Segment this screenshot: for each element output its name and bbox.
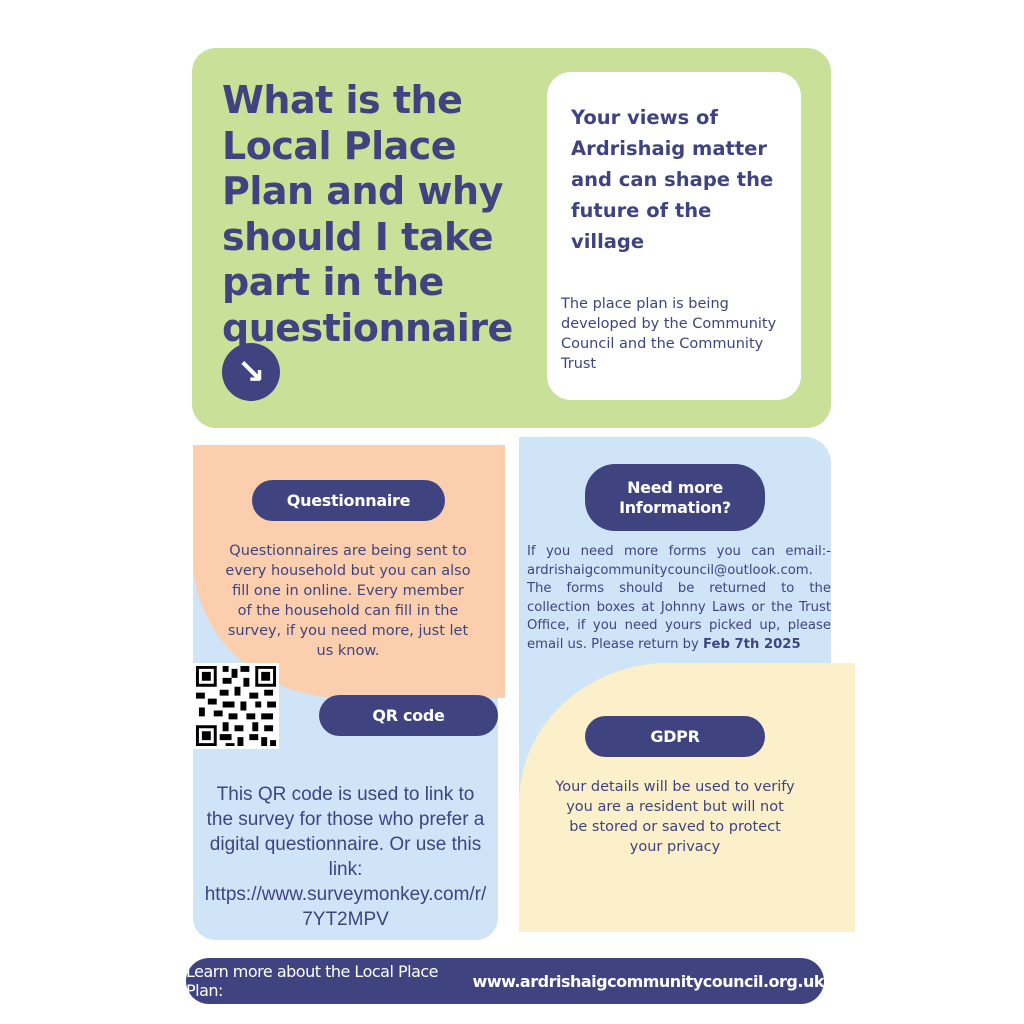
return-date: Feb 7th 2025 (703, 636, 801, 652)
questionnaire-section: Questionnaire Questionnaires are being s… (193, 445, 505, 698)
views-heading: Your views of Ardrishaig matter and can … (571, 106, 774, 253)
qr-code-label: QR code (319, 695, 498, 736)
gdpr-section: GDPR Your details will be used to verify… (519, 663, 855, 932)
arrow-down-right-icon: ↘ (222, 343, 280, 401)
questionnaire-text: Questionnaires are being sent to every h… (225, 543, 471, 659)
qr-code-image[interactable] (193, 663, 279, 749)
hero-card: What is the Local Place Plan and why sho… (192, 48, 831, 428)
info-label: Need more Information? (585, 464, 765, 531)
footer-banner: Learn more about the Local Place Plan: w… (186, 958, 825, 1004)
footer-text: Learn more about the Local Place Plan: (186, 962, 439, 1000)
gdpr-text: Your details will be used to verify you … (555, 779, 795, 855)
page-title: What is the Local Place Plan and why sho… (222, 78, 513, 350)
gdpr-label: GDPR (585, 716, 765, 757)
footer-link[interactable]: www.ardrishaigcommunitycouncil.org.uk (472, 971, 825, 991)
views-card: Your views of Ardrishaig matter and can … (547, 72, 801, 400)
info-text: If you need more forms you can email:- a… (527, 544, 831, 652)
developed-text: The place plan is being developed by the… (561, 296, 777, 372)
questionnaire-label: Questionnaire (252, 480, 445, 521)
qr-text: This QR code is used to link to the surv… (204, 784, 487, 930)
qr-code-icon (193, 663, 279, 749)
